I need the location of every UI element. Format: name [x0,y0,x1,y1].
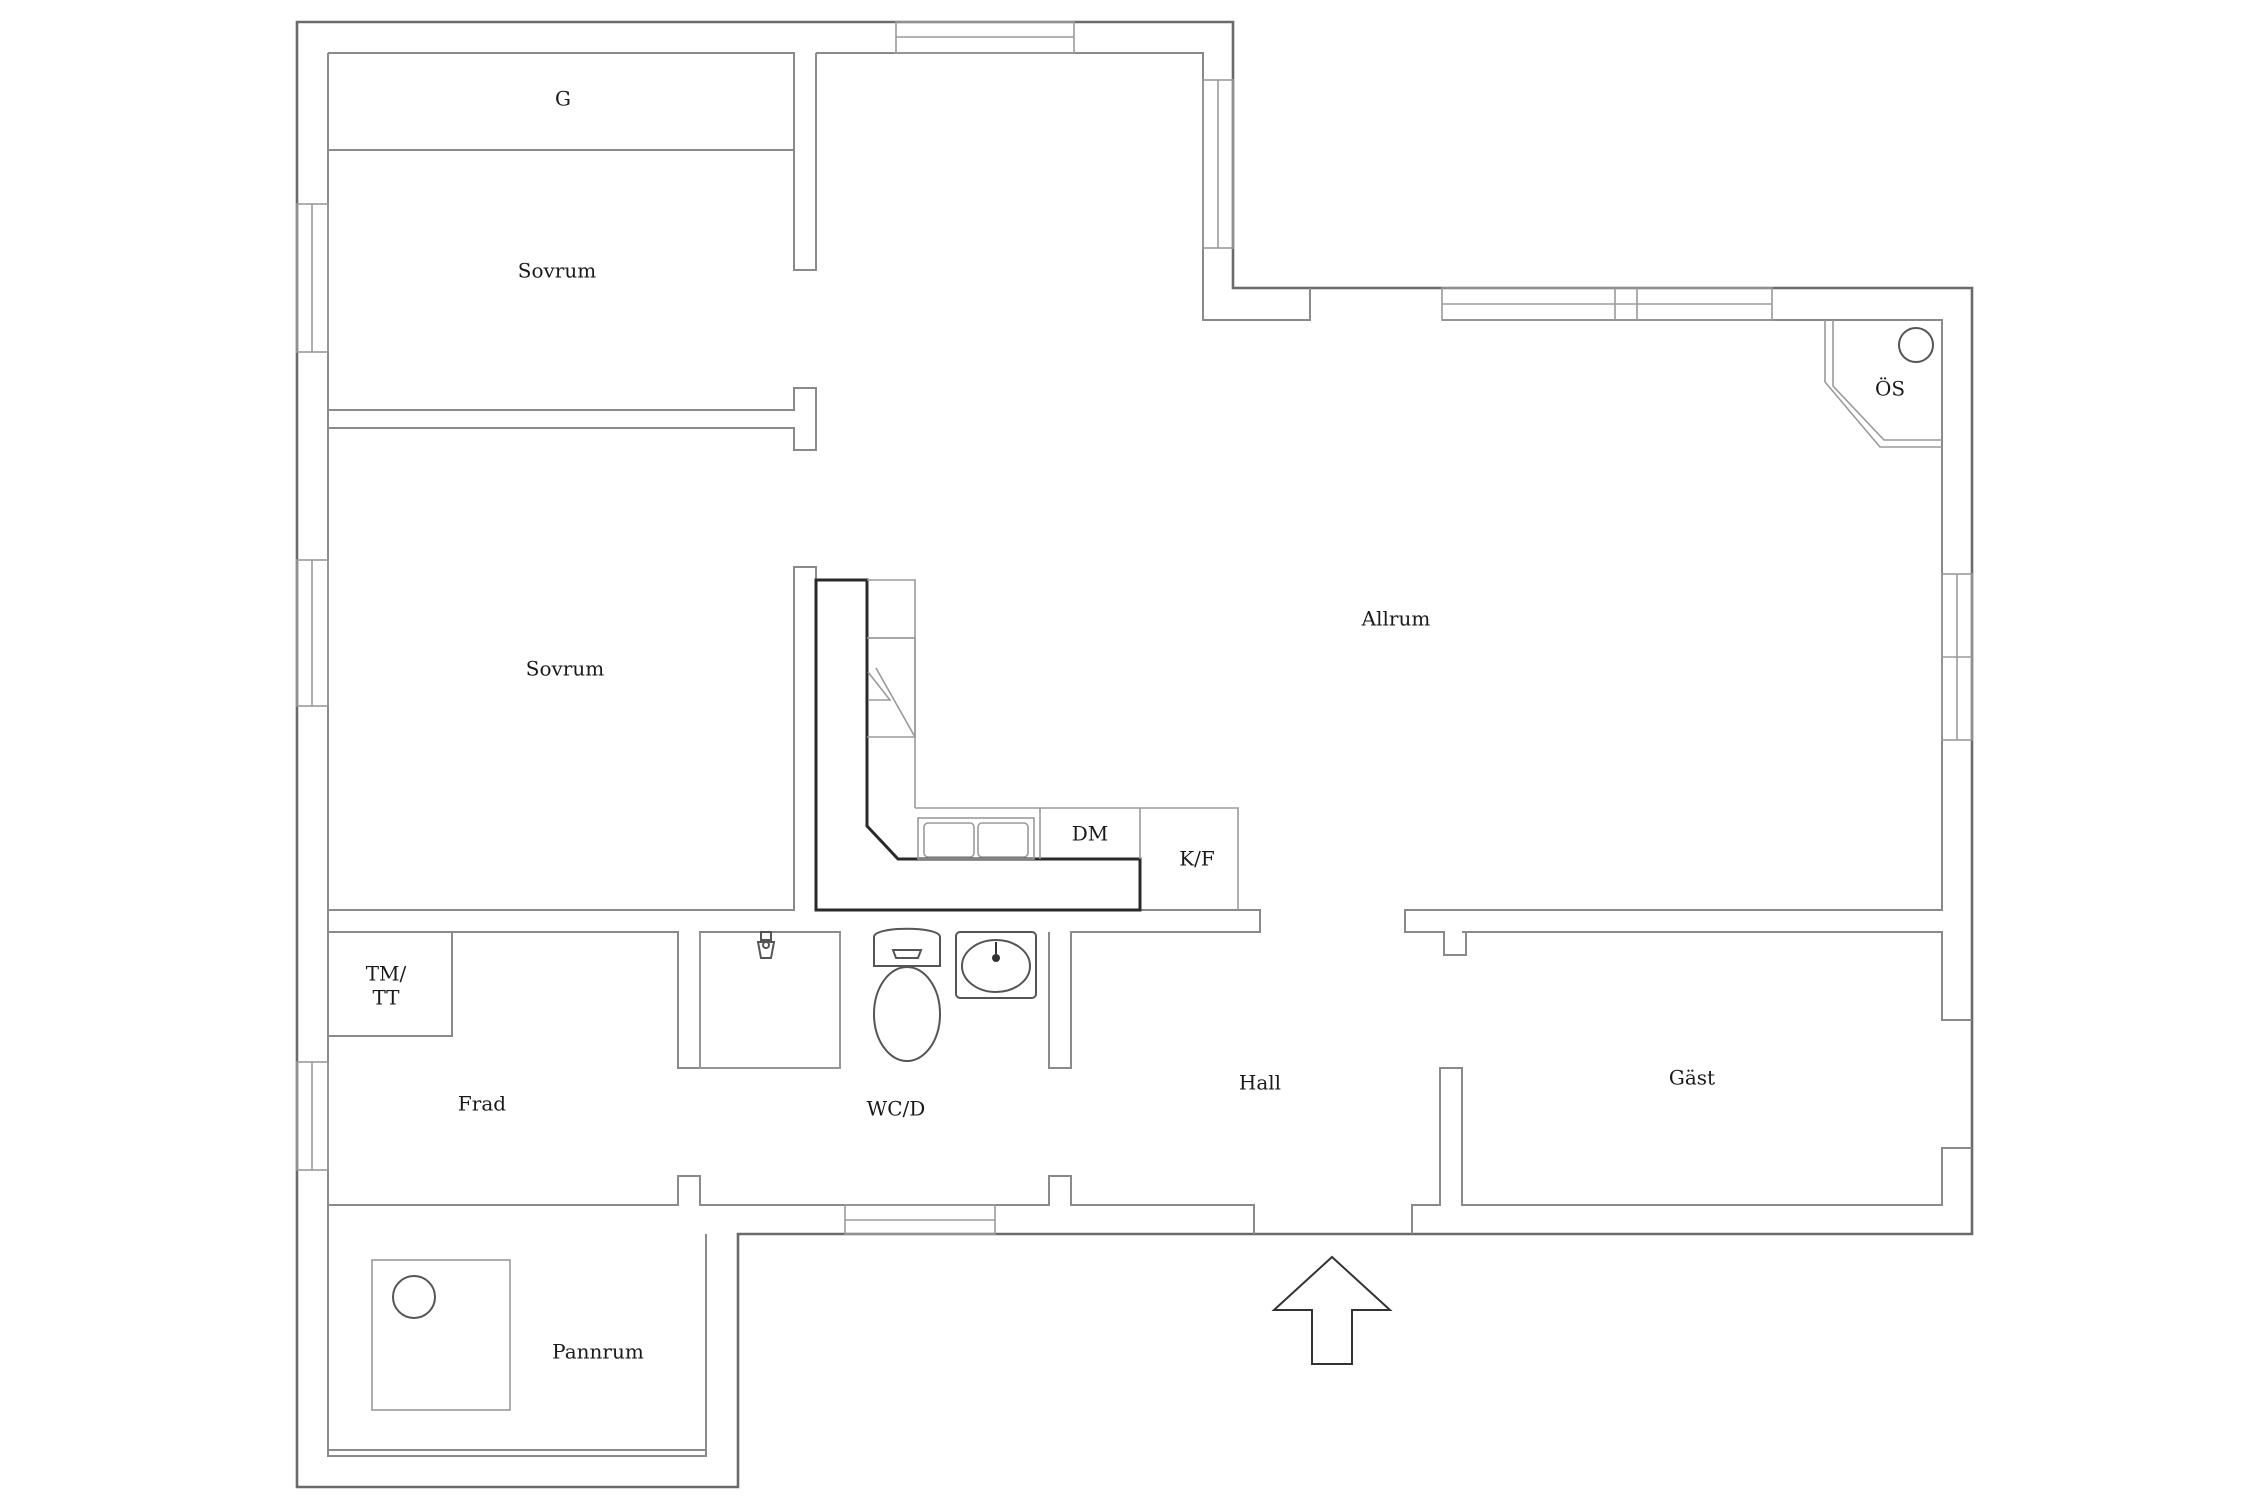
room-label-gast: Gäst [1669,1066,1715,1090]
room-label-sovrum-1: Sovrum [518,259,596,283]
room-label-tm: TM/ [366,962,407,986]
room-label-allrum: Allrum [1361,607,1431,631]
bathroom-fixtures [699,927,1037,1069]
boiler-icon [392,1275,436,1319]
shower-icon [756,931,776,959]
room-label-g: G [555,87,571,111]
windows [296,21,1973,1235]
room-labels: G Sovrum Sovrum Allrum ÖS DM K/F TM/ TT … [366,87,1905,1364]
room-label-kf: K/F [1179,847,1215,871]
interior-walls [328,52,1972,1234]
room-label-pannrum: Pannrum [552,1340,644,1364]
room-label-sovrum-2: Sovrum [526,657,604,681]
sink-icon [917,817,1035,860]
room-label-tt: TT [372,986,400,1010]
toilet-icon [873,927,941,1062]
room-label-wcd: WC/D [867,1097,926,1121]
washbasin-icon [955,931,1037,999]
room-label-os: ÖS [1875,376,1905,401]
stove-icon [1898,327,1934,363]
fireplace [1824,320,1942,448]
room-label-frad: Frad [458,1092,506,1116]
room-label-hall: Hall [1239,1071,1281,1095]
room-label-dm: DM [1072,822,1109,846]
exterior-walls [295,20,1974,1489]
kitchen [814,578,1239,912]
entrance-arrow-icon [1271,1255,1393,1365]
boiler [371,1259,511,1411]
